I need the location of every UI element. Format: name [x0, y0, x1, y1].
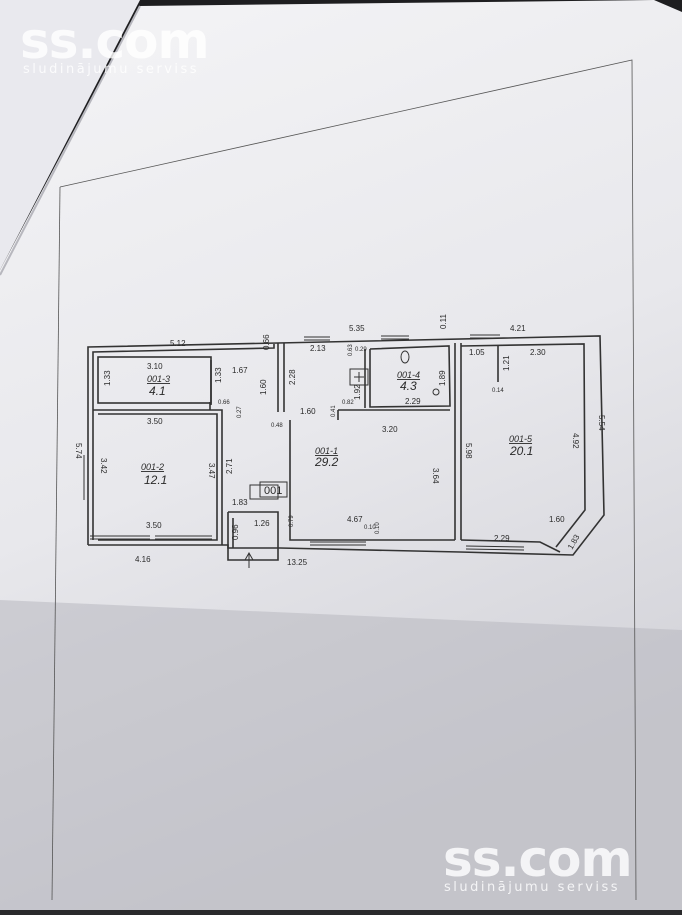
dim: 5.54: [597, 415, 606, 431]
dim: 1.89: [438, 370, 447, 386]
unit-label: 001: [264, 485, 282, 497]
dim: 5.74: [74, 443, 83, 459]
dim: 1.60: [259, 379, 268, 395]
watermark-logo-top: ss.com: [20, 12, 210, 70]
dim: 1.21: [502, 355, 511, 371]
dim: 2.28: [288, 369, 297, 385]
room-area-001-3: 4.1: [149, 384, 166, 398]
watermark-subtitle-top: sludinājumu serviss: [23, 62, 200, 77]
dim: 0.63: [348, 344, 354, 356]
dim: 0.48: [271, 423, 283, 429]
dim: 0.41: [331, 405, 337, 417]
dim: 3.10: [147, 362, 163, 371]
dim: 3.20: [382, 425, 398, 434]
dim: 2.29: [494, 534, 510, 543]
dim: 3.47: [207, 463, 216, 479]
dim: 2.71: [225, 458, 234, 474]
dim: 3.42: [99, 458, 108, 474]
dim: 2.30: [530, 348, 546, 357]
dim: 0.11: [439, 313, 448, 329]
dim: 3.50: [146, 521, 162, 530]
dim: 1.33: [103, 370, 112, 386]
windows: [83, 334, 525, 551]
room-area-001-4: 4.3: [400, 379, 417, 393]
dim: 2.29: [405, 397, 421, 406]
dim: 1.92: [353, 384, 362, 400]
dim: 13.25: [287, 558, 308, 567]
dim: 1.60: [549, 515, 565, 524]
room-id-001-2: 001-2: [141, 462, 164, 472]
dim: 1.33: [214, 367, 223, 383]
dimension-labels: 5.12 5.35 0.11 4.21 0.66 2.13 0.63 0.29 …: [74, 313, 606, 567]
room-id-001-5: 001-5: [509, 434, 533, 444]
dim: 5.98: [464, 443, 473, 459]
dim: 1.83: [232, 498, 248, 507]
dim: 0.14: [492, 388, 504, 394]
dim: 0.66: [218, 400, 230, 406]
dim: 3.64: [431, 468, 440, 484]
dim: 0.10: [364, 525, 376, 531]
page-frame: [59, 59, 637, 901]
page-fold: [0, 0, 140, 270]
dim: 0.10: [375, 522, 381, 534]
dim: 1.60: [300, 407, 316, 416]
dim: 3.50: [147, 417, 163, 426]
dim: 0.79: [289, 515, 295, 527]
plan-walls: [87, 335, 605, 561]
room-id-001-3: 001-3: [147, 374, 170, 384]
room-area-001-1: 29.2: [314, 455, 339, 469]
dim: 5.35: [349, 324, 365, 333]
dim: 4.16: [135, 555, 151, 564]
dim: 1.26: [254, 519, 270, 528]
room-area-001-5: 20.1: [509, 444, 533, 458]
dim: 4.92: [571, 433, 580, 449]
room-id-001-4: 001-4: [397, 370, 420, 380]
dim: 5.12: [170, 339, 186, 348]
watermark-logo-bottom: ss.com: [443, 830, 633, 888]
watermark-subtitle-bottom: sludinājumu serviss: [444, 880, 621, 895]
dim: 0.27: [237, 406, 243, 418]
dim: 0.96: [231, 524, 240, 540]
room-area-001-2: 12.1: [144, 473, 167, 487]
dim: 1.05: [469, 348, 485, 357]
dim: 2.13: [310, 344, 326, 353]
dim: 0.82: [342, 400, 354, 406]
dim: 0.66: [262, 334, 271, 350]
room-id-001-1: 001-1: [315, 446, 338, 456]
room-labels: 001-3 4.1 001-2 12.1 001-1 29.2 001-4 4.…: [141, 370, 533, 498]
bathroom-fixtures: [244, 350, 440, 568]
dim: 4.21: [510, 324, 526, 333]
dim: 1.67: [232, 366, 248, 375]
dim: 4.67: [347, 515, 363, 524]
dim: 0.29: [355, 347, 367, 353]
